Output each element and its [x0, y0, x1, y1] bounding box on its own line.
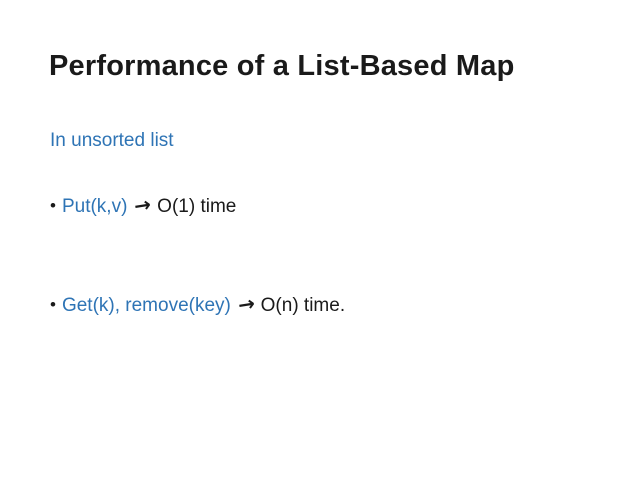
bullet-method-text: Get(k), remove(key) [61, 295, 231, 316]
bullet-item: • Get(k), remove(key)→O(n) time. [50, 290, 346, 318]
bullet-marker: • [50, 295, 56, 314]
bullet-item: • Put(k,v)→O(1) time [50, 191, 237, 219]
bullet-complexity-text: O(n) time. [260, 295, 346, 316]
right-arrow-icon: → [236, 290, 257, 318]
slide-title: Performance of a List-Based Map [49, 50, 515, 82]
right-arrow-icon: → [132, 191, 153, 219]
bullet-method-text: Put(k,v) [61, 196, 128, 217]
slide-subtitle: In unsorted list [50, 130, 174, 151]
bullet-complexity-text: O(1) time [157, 196, 237, 217]
bullet-marker: • [50, 196, 56, 215]
